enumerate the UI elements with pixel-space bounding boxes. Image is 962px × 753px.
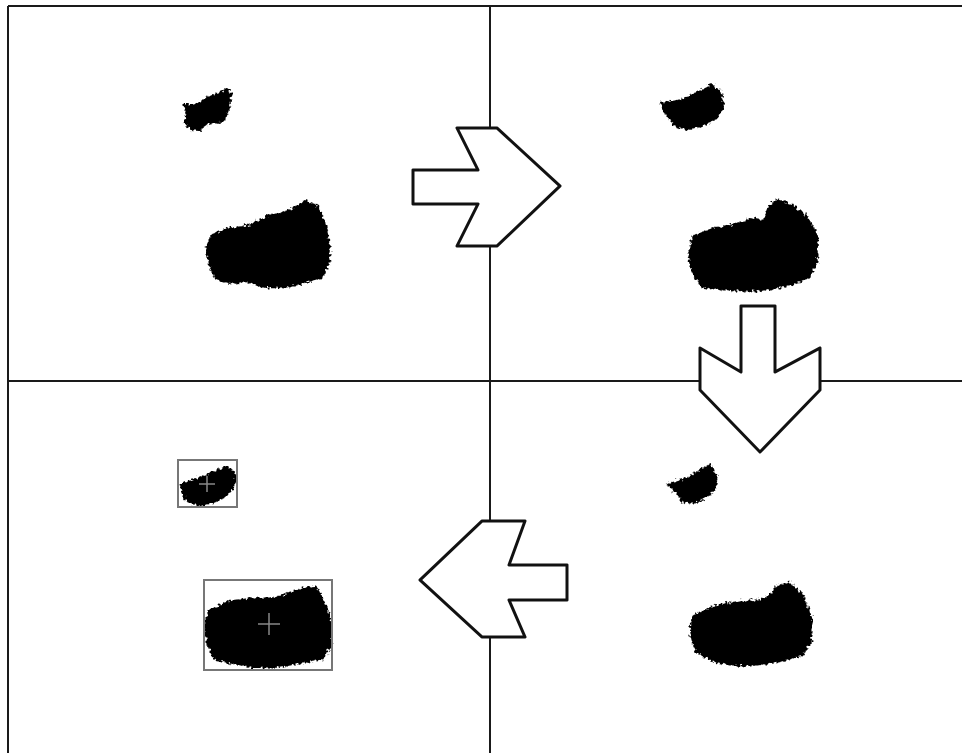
large-blob (690, 582, 812, 666)
large-blob (688, 199, 818, 292)
panel-processed-1 (660, 84, 818, 292)
large-blob (206, 200, 330, 288)
left-arrow-icon (418, 519, 569, 639)
centroid-marker-small (199, 476, 215, 492)
bounding-box-small (177, 459, 238, 508)
small-blob (666, 464, 718, 504)
right-arrow-icon (411, 126, 562, 248)
down-arrow-icon (698, 304, 822, 454)
large-blob (204, 586, 332, 668)
small-blob (180, 466, 236, 506)
centroid-marker-large (258, 613, 280, 635)
small-blob (182, 88, 232, 131)
panel-original (182, 88, 330, 288)
bounding-box-large (203, 579, 333, 671)
panel-processed-2 (666, 464, 812, 666)
panel-detected (177, 459, 333, 671)
small-blob (660, 84, 724, 130)
